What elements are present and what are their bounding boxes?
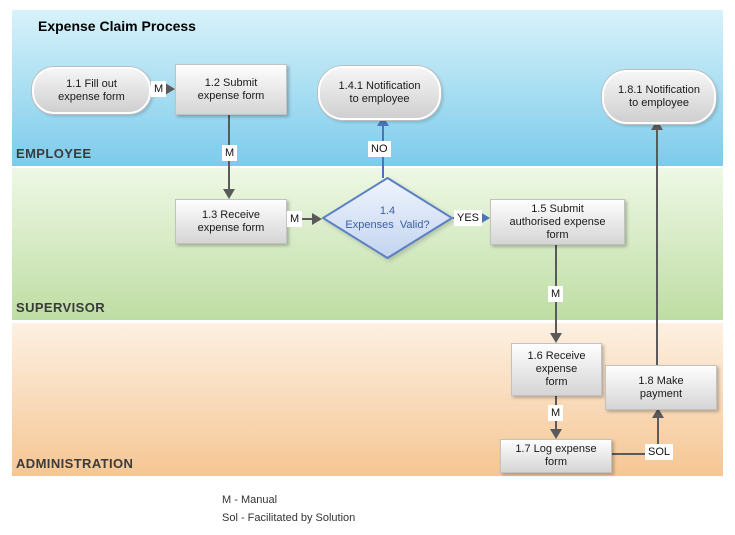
end-event-1-4-1[interactable]: 1.4.1 Notification to employee	[318, 66, 441, 120]
task-1-2[interactable]: 1.2 Submit expense form	[175, 64, 287, 115]
arrowhead-into-1-8	[652, 408, 664, 418]
legend: M - Manual Sol - Facilitated by Solution	[222, 491, 355, 527]
connector-label-m-3: M	[287, 211, 303, 227]
connector-label-m-1: M	[151, 81, 167, 97]
connector-label-sol: SOL	[645, 444, 674, 460]
arrowhead-into-1-6	[550, 333, 562, 343]
decision-1-4-number: 1.4	[379, 205, 396, 217]
decision-1-4-label: 1.4 Expenses Valid?	[322, 177, 453, 259]
task-1-6[interactable]: 1.6 Receive expense form	[511, 343, 602, 396]
connector-1-8-to-1-8-1	[656, 130, 658, 365]
arrowhead-into-1-8-1	[651, 120, 663, 130]
lane-label-supervisor: SUPERVISOR	[16, 300, 106, 315]
arrowhead-into-1-3	[223, 189, 235, 199]
connector-label-no: NO	[368, 141, 391, 157]
connector-1-7-to-1-8-horizontal	[610, 453, 658, 455]
arrowhead-into-1-7	[550, 429, 562, 439]
arrowhead-into-1-5	[480, 212, 490, 224]
connector-1-7-to-1-8-vertical	[657, 418, 659, 454]
task-1-8[interactable]: 1.8 Make payment	[605, 365, 717, 410]
task-1-7[interactable]: 1.7 Log expense form	[500, 439, 612, 473]
arrowhead-into-1-2	[165, 83, 175, 95]
legend-manual: M - Manual	[222, 494, 278, 506]
end-event-1-8-1[interactable]: 1.8.1 Notification to employee	[602, 70, 716, 124]
task-1-5[interactable]: 1.5 Submit authorised expense form	[490, 199, 625, 245]
decision-1-4[interactable]: 1.4 Expenses Valid?	[321, 176, 454, 260]
lane-label-administration: ADMINISTRATION	[16, 456, 134, 471]
legend-solution: Sol - Facilitated by Solution	[222, 512, 356, 524]
connector-label-m-2: M	[222, 145, 238, 161]
start-event-1-1[interactable]: 1.1 Fill out expense form	[32, 67, 151, 114]
connector-label-m-4: M	[548, 286, 564, 302]
connector-label-m-5: M	[548, 405, 564, 421]
arrowhead-into-1-4	[312, 213, 322, 225]
lane-label-employee: EMPLOYEE	[16, 146, 92, 161]
decision-1-4-question: Expenses Valid?	[345, 219, 430, 231]
decision-diamond-shape	[321, 176, 454, 260]
connector-label-yes: YES	[454, 210, 483, 226]
task-1-3[interactable]: 1.3 Receive expense form	[175, 199, 287, 244]
arrowhead-into-1-4-1	[377, 116, 389, 126]
diagram-title: Expense Claim Process	[38, 18, 196, 34]
